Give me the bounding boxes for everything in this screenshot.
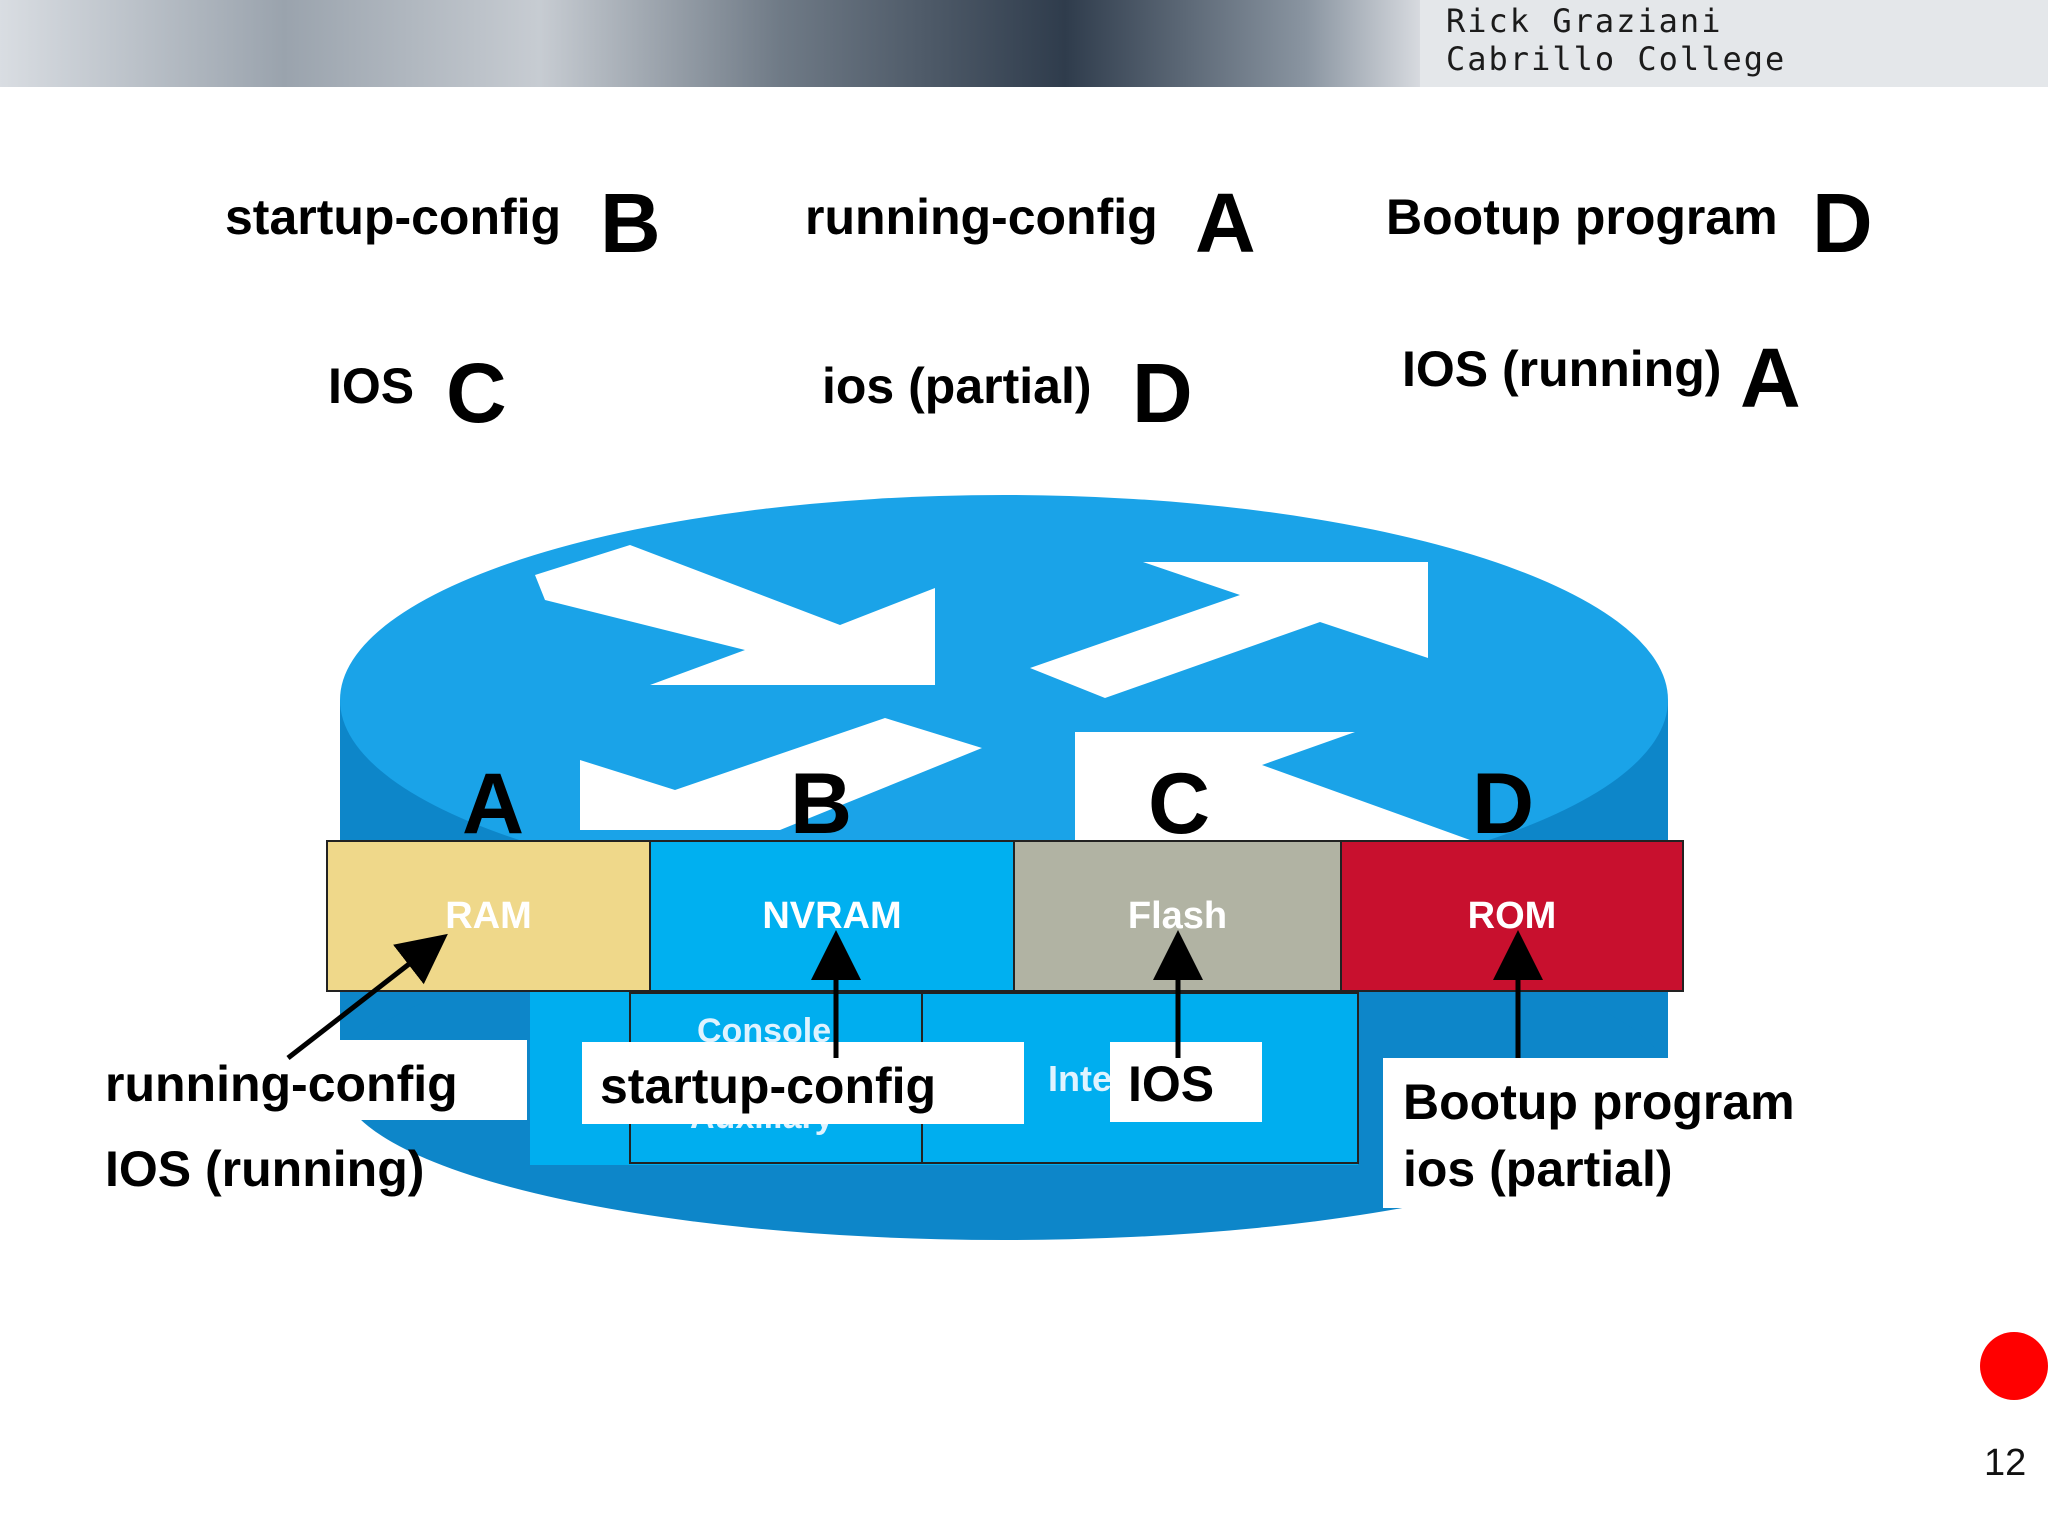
callout-rom-line-2: ios (partial) (1403, 1141, 1673, 1197)
quiz-term-bootup-program: Bootup program (1386, 189, 1778, 245)
callout-nvram: startup-config (600, 1058, 937, 1114)
slot-label-a: A (462, 756, 525, 852)
memory-block-ram: RAM (326, 840, 651, 992)
router-arrow-top-right (1030, 562, 1428, 698)
callout-bg-flash (1110, 1042, 1262, 1122)
quiz-term-ios-running: IOS (running) (1402, 341, 1722, 397)
arrow-ram (286, 933, 448, 1060)
router-arrow-bottom-left (580, 718, 982, 830)
callout-ram-line-2: IOS (running) (105, 1141, 425, 1197)
memory-label-flash: Flash (1127, 894, 1228, 937)
banner-image (0, 0, 1420, 87)
memory-label-nvram: NVRAM (762, 894, 902, 937)
quiz-term-startup-config: startup-config (225, 189, 562, 245)
memory-label-ram: RAM (445, 894, 532, 937)
quiz-answer-running-config: A (1195, 176, 1256, 270)
quiz-term-ios-partial: ios (partial) (822, 358, 1092, 414)
slot-label-b: B (790, 756, 853, 852)
memory-label-rom: ROM (1467, 894, 1557, 937)
memory-block-nvram: NVRAM (649, 840, 1015, 992)
red-dot-marker (1980, 1332, 2048, 1400)
quiz-term-ios: IOS (328, 358, 415, 414)
callout-flash: IOS (1128, 1056, 1215, 1112)
quiz-answer-ios: C (446, 346, 507, 440)
header-banner: Rick Graziani Cabrillo College (0, 0, 2048, 87)
slot-label-c: C (1148, 756, 1211, 852)
quiz-term-running-config: running-config (805, 189, 1158, 245)
page-number: 12 (1984, 1442, 2027, 1484)
interfaces-port-label: Inte (1048, 1058, 1113, 1099)
router-arrow-bottom-right (1075, 732, 1470, 840)
quiz-answer-bootup-program: D (1812, 176, 1873, 270)
router-arrow-top-left (535, 545, 935, 685)
callout-bg-nvram (582, 1042, 1024, 1124)
banner-author-panel (1420, 0, 2048, 87)
callout-bg-ram (95, 1040, 527, 1120)
callout-bg-rom (1383, 1058, 1738, 1208)
quiz-answer-ios-partial: D (1132, 346, 1193, 440)
callout-ram-line-1: running-config (105, 1056, 458, 1112)
slot-label-d: D (1472, 756, 1535, 852)
quiz-answer-startup-config: B (600, 176, 661, 270)
quiz-answer-ios-running: A (1740, 331, 1801, 425)
callout-rom-line-1: Bootup program (1403, 1074, 1795, 1130)
author-credit: Rick Graziani Cabrillo College (1446, 2, 1787, 78)
